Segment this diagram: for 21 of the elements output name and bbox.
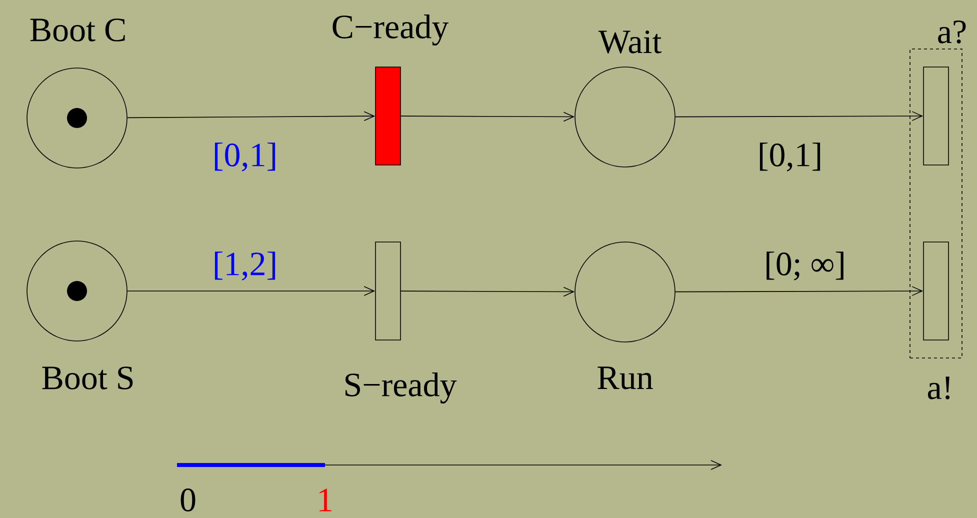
arrow xyxy=(400,112,575,122)
arrow xyxy=(675,111,924,121)
arrow xyxy=(675,286,924,296)
axis-tick-label: 1 xyxy=(320,488,332,512)
node-label: Run xyxy=(598,366,653,390)
edge-label: [1,2] xyxy=(214,252,276,280)
arrow xyxy=(400,286,575,297)
node-label: Boot S xyxy=(42,366,133,390)
node-label: a! xyxy=(928,376,950,400)
axis-tick-label: 0 xyxy=(180,488,196,512)
node-label: a? xyxy=(938,20,966,44)
edge-label: [0,1] xyxy=(760,142,820,172)
node-label: S−ready xyxy=(345,372,457,404)
node-label: Boot C xyxy=(30,18,125,42)
arrow xyxy=(127,286,376,296)
dashed-group-box xyxy=(910,48,962,358)
node-label: C−ready xyxy=(332,14,449,46)
edge-label: [0,1] xyxy=(214,142,276,172)
edge-label: [0; ∞] xyxy=(766,252,844,280)
node-label: Wait xyxy=(598,30,662,54)
arrow xyxy=(127,111,376,122)
